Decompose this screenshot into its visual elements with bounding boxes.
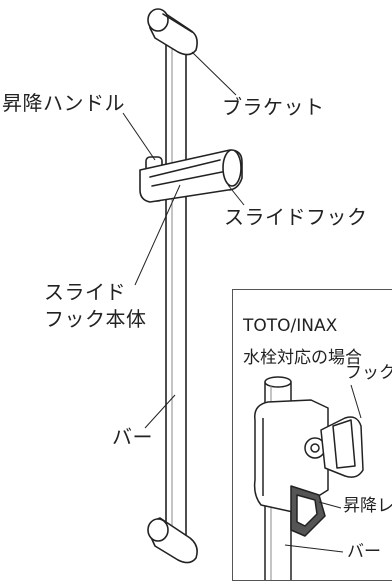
bar-label: バー (112, 425, 153, 449)
inset-brand-label: TOTO/INAX (243, 316, 338, 336)
shower-slide-bar-illustration (122, 8, 245, 564)
bottom-bracket-shape (147, 517, 198, 564)
inset-illustration (253, 376, 364, 580)
inset-note-label: 水栓対応の場合 (243, 348, 362, 368)
shower-bar-diagram: 昇降ハンドル ブラケット スライドフック スライド フック本体 バー (2, 8, 392, 581)
inset-bar-label: バー (347, 542, 381, 562)
lift-handle-label: 昇降ハンドル (2, 91, 125, 115)
bar-shape (165, 39, 187, 541)
top-bracket-shape (147, 8, 198, 56)
inset-hook-label: フック (345, 363, 392, 383)
inset-lift-label: 昇降レ (343, 496, 392, 516)
slide-hook-body-label-1: スライド (44, 280, 126, 304)
bracket-label: ブラケット (222, 95, 325, 119)
slide-hook-label: スライドフック (224, 205, 368, 229)
inset-panel: TOTO/INAX 水栓対応の場合 フック 昇降レ バー (232, 289, 392, 581)
slide-hook-body-label-2: フック本体 (44, 307, 147, 331)
slide-hook-shape (139, 149, 243, 203)
